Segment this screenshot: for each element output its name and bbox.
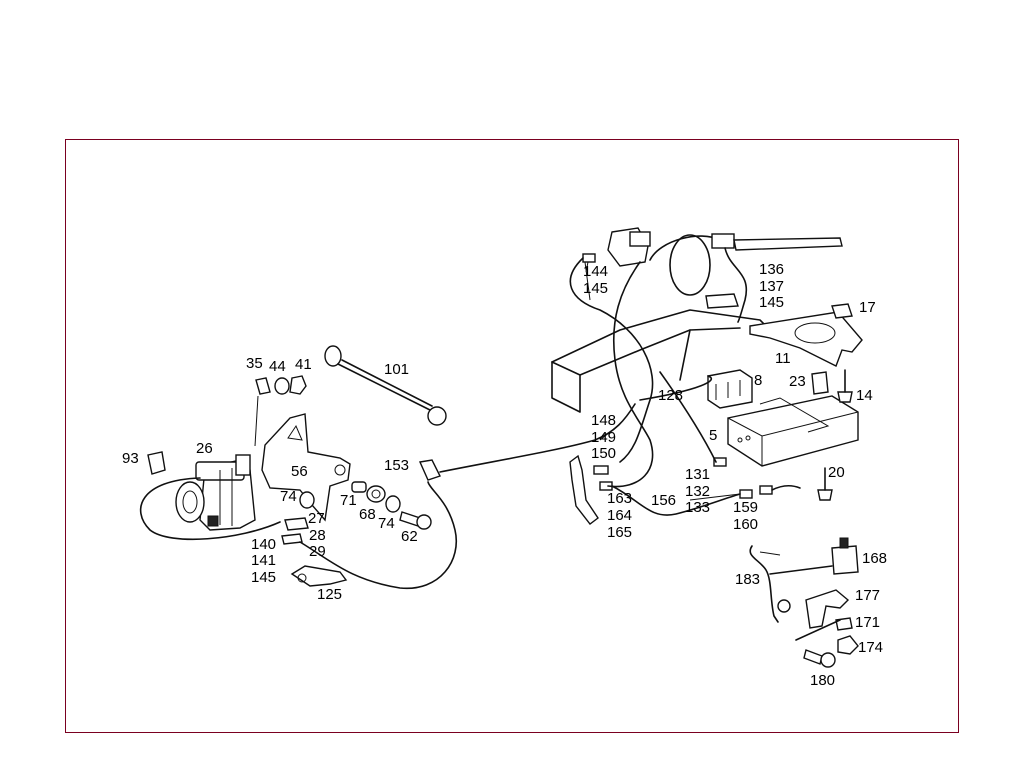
connector-small-b xyxy=(593,465,609,475)
washer-74b xyxy=(385,495,401,513)
relay-8 xyxy=(707,369,753,409)
label-177: 177 xyxy=(855,587,881,604)
bolt-180 xyxy=(803,649,836,668)
switch-144 xyxy=(607,227,651,267)
label-93: 93 xyxy=(122,450,139,467)
screw-20 xyxy=(817,467,833,501)
label-28: 28 xyxy=(309,527,326,544)
label-137: 137 xyxy=(759,278,785,295)
label-44: 44 xyxy=(269,358,286,375)
control-unit-5 xyxy=(727,395,859,467)
label-20: 20 xyxy=(828,464,845,481)
label-174: 174 xyxy=(858,639,884,656)
label-74a: 74 xyxy=(280,488,297,505)
washer-44 xyxy=(274,377,290,395)
tube-183 xyxy=(749,545,779,623)
screw-14 xyxy=(837,369,853,403)
label-26: 26 xyxy=(196,440,213,457)
bracket-177 xyxy=(805,589,850,629)
label-171: 171 xyxy=(855,614,881,631)
label-5: 5 xyxy=(709,427,718,444)
bracket-56 xyxy=(261,413,351,522)
label-68: 68 xyxy=(359,506,376,523)
label-145a: 145 xyxy=(251,569,277,586)
plate-29 xyxy=(281,533,303,545)
connector-small-a xyxy=(582,253,596,263)
plate-28 xyxy=(284,517,309,531)
label-165: 165 xyxy=(607,524,633,541)
nut-174 xyxy=(837,635,859,655)
label-136: 136 xyxy=(759,261,785,278)
label-35: 35 xyxy=(246,355,263,372)
label-131: 131 xyxy=(685,466,711,483)
connector-small-e xyxy=(739,489,753,499)
label-11: 11 xyxy=(775,350,791,367)
label-160: 160 xyxy=(733,516,759,533)
diagram-frame xyxy=(65,139,959,733)
actuator-assembly xyxy=(175,454,256,531)
label-133: 133 xyxy=(685,499,711,516)
connector-small-f xyxy=(759,485,773,495)
label-74b: 74 xyxy=(378,515,395,532)
label-128: 128 xyxy=(658,387,684,404)
nut-41 xyxy=(289,375,307,395)
bushing-68 xyxy=(366,485,386,503)
nut-23 xyxy=(811,371,829,395)
label-153: 153 xyxy=(384,457,410,474)
label-149: 149 xyxy=(591,429,617,446)
clip-171 xyxy=(835,617,853,631)
label-27: 27 xyxy=(308,510,325,527)
label-125: 125 xyxy=(317,586,343,603)
label-56: 56 xyxy=(291,463,308,480)
label-41: 41 xyxy=(295,356,312,373)
label-140: 140 xyxy=(251,536,277,553)
connector-153 xyxy=(418,459,441,481)
pedal-bracket-163 xyxy=(569,454,599,525)
label-132: 132 xyxy=(685,483,711,500)
label-141: 141 xyxy=(251,552,277,569)
label-62: 62 xyxy=(401,528,418,545)
washer-74a xyxy=(299,491,315,509)
label-164: 164 xyxy=(607,507,633,524)
connector-small-d xyxy=(713,457,727,467)
label-168: 168 xyxy=(862,550,888,567)
label-144: 144 xyxy=(583,263,609,280)
label-156: 156 xyxy=(651,492,677,509)
label-101: 101 xyxy=(384,361,410,378)
clip-93 xyxy=(147,451,166,475)
label-145c: 145 xyxy=(759,294,785,311)
valve-168 xyxy=(831,537,859,575)
label-71: 71 xyxy=(340,492,357,509)
bracket-125 xyxy=(290,565,348,587)
clip-17 xyxy=(831,303,853,319)
label-17: 17 xyxy=(859,299,876,316)
label-145b: 145 xyxy=(583,280,609,297)
label-29: 29 xyxy=(309,543,326,560)
rod-101 xyxy=(324,345,447,426)
label-183: 183 xyxy=(735,571,761,588)
label-23: 23 xyxy=(789,373,806,390)
bushing-71 xyxy=(351,481,367,493)
label-163: 163 xyxy=(607,490,633,507)
label-180: 180 xyxy=(810,672,836,689)
label-8: 8 xyxy=(754,372,763,389)
label-14: 14 xyxy=(856,387,873,404)
washer-35 xyxy=(255,377,271,395)
stalk-switch-136 xyxy=(705,233,843,309)
label-148: 148 xyxy=(591,412,617,429)
label-150: 150 xyxy=(591,445,617,462)
label-159: 159 xyxy=(733,499,759,516)
bolt-62 xyxy=(399,511,432,530)
bracket-11 xyxy=(749,311,863,367)
